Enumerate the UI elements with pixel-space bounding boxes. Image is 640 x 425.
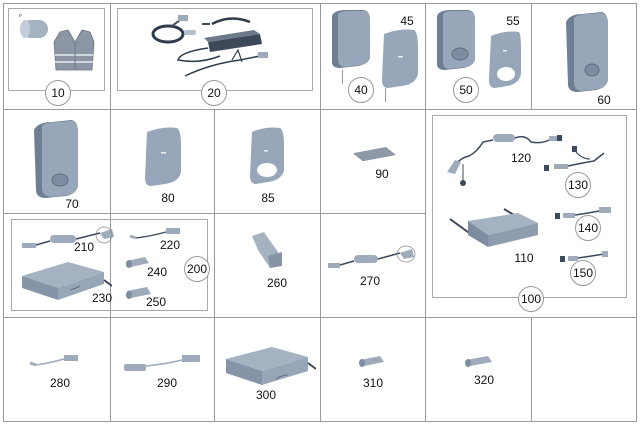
grid-divider (531, 317, 532, 422)
label-85: 85 (261, 191, 275, 205)
callout-50[interactable]: 50 (453, 77, 479, 103)
adapter-320-illustration[interactable] (464, 354, 494, 373)
grid-divider (3, 109, 637, 110)
grid-divider (425, 3, 426, 422)
label-220: 220 (159, 238, 181, 252)
wallbox-70-illustration[interactable] (30, 118, 82, 203)
callout-140[interactable]: 140 (575, 215, 601, 241)
label-55: 55 (506, 14, 520, 28)
label-310: 310 (362, 376, 384, 390)
wallbox-50-illustration[interactable] (433, 8, 477, 77)
label-240: 240 (146, 265, 168, 279)
grid-divider (320, 3, 321, 422)
safety-vest-illustration[interactable] (50, 28, 100, 78)
grid-divider (110, 3, 111, 422)
grid-divider (214, 109, 215, 422)
charging-cable-120-illustration[interactable] (445, 128, 575, 193)
label-80: 80 (161, 191, 175, 205)
callout-150[interactable]: 150 (570, 260, 596, 286)
label-300: 300 (255, 388, 277, 402)
label-270: 270 (359, 274, 381, 288)
label-290: 290 (156, 376, 178, 390)
cover-85-illustration[interactable] (248, 126, 286, 193)
grid-divider (3, 213, 425, 214)
cable-220-illustration[interactable] (128, 226, 186, 245)
callout-20[interactable]: 20 (201, 80, 227, 106)
adapter-250-illustration[interactable] (125, 285, 153, 306)
cover-80-illustration[interactable] (143, 126, 183, 193)
wallbox-unit-110-illustration[interactable] (448, 205, 543, 255)
cover-45-illustration[interactable] (380, 28, 420, 95)
holder-260-illustration[interactable] (248, 230, 286, 277)
cable-150-illustration[interactable] (560, 250, 610, 269)
adapter-310-illustration[interactable] (358, 354, 386, 373)
cable-140-illustration[interactable] (555, 205, 615, 226)
wallbox-40-illustration[interactable] (328, 8, 372, 75)
cover-55-illustration[interactable] (487, 30, 523, 95)
callout-200[interactable]: 200 (184, 256, 210, 282)
leader-line-40 (342, 70, 343, 84)
label-120: 120 (510, 151, 532, 165)
callout-10[interactable]: 10 (45, 80, 71, 106)
cable-130-illustration[interactable] (542, 145, 612, 180)
callout-40[interactable]: 40 (348, 77, 374, 103)
mobile-charger-210-illustration[interactable] (20, 223, 115, 256)
cable-290-illustration[interactable] (122, 352, 204, 377)
label-60: 60 (597, 93, 611, 107)
callout-130[interactable]: 130 (565, 172, 591, 198)
leader-line-40 (385, 88, 386, 102)
plate-90-illustration[interactable] (352, 145, 398, 166)
label-70: 70 (65, 197, 79, 211)
label-260: 260 (266, 276, 288, 290)
wallbox-60-illustration[interactable] (562, 10, 610, 97)
label-250: 250 (145, 295, 167, 309)
label-280: 280 (49, 376, 71, 390)
cylinder-bag-illustration[interactable] (16, 14, 56, 49)
label-90: 90 (375, 167, 389, 181)
mobile-charger-270-illustration[interactable] (326, 245, 416, 278)
adapter-240-illustration[interactable] (125, 255, 151, 274)
label-210: 210 (73, 240, 95, 254)
label-230: 230 (91, 291, 113, 305)
label-320: 320 (473, 373, 495, 387)
portable-case-230-illustration[interactable] (16, 258, 113, 309)
label-110: 110 (514, 251, 534, 265)
grid-divider (3, 317, 637, 318)
grid-divider (531, 3, 532, 109)
portable-case-300-illustration[interactable] (220, 345, 317, 396)
charging-cable-set-illustration[interactable] (150, 12, 280, 85)
label-45: 45 (400, 14, 414, 28)
callout-100[interactable]: 100 (518, 286, 544, 312)
cable-280-illustration[interactable] (28, 353, 84, 372)
